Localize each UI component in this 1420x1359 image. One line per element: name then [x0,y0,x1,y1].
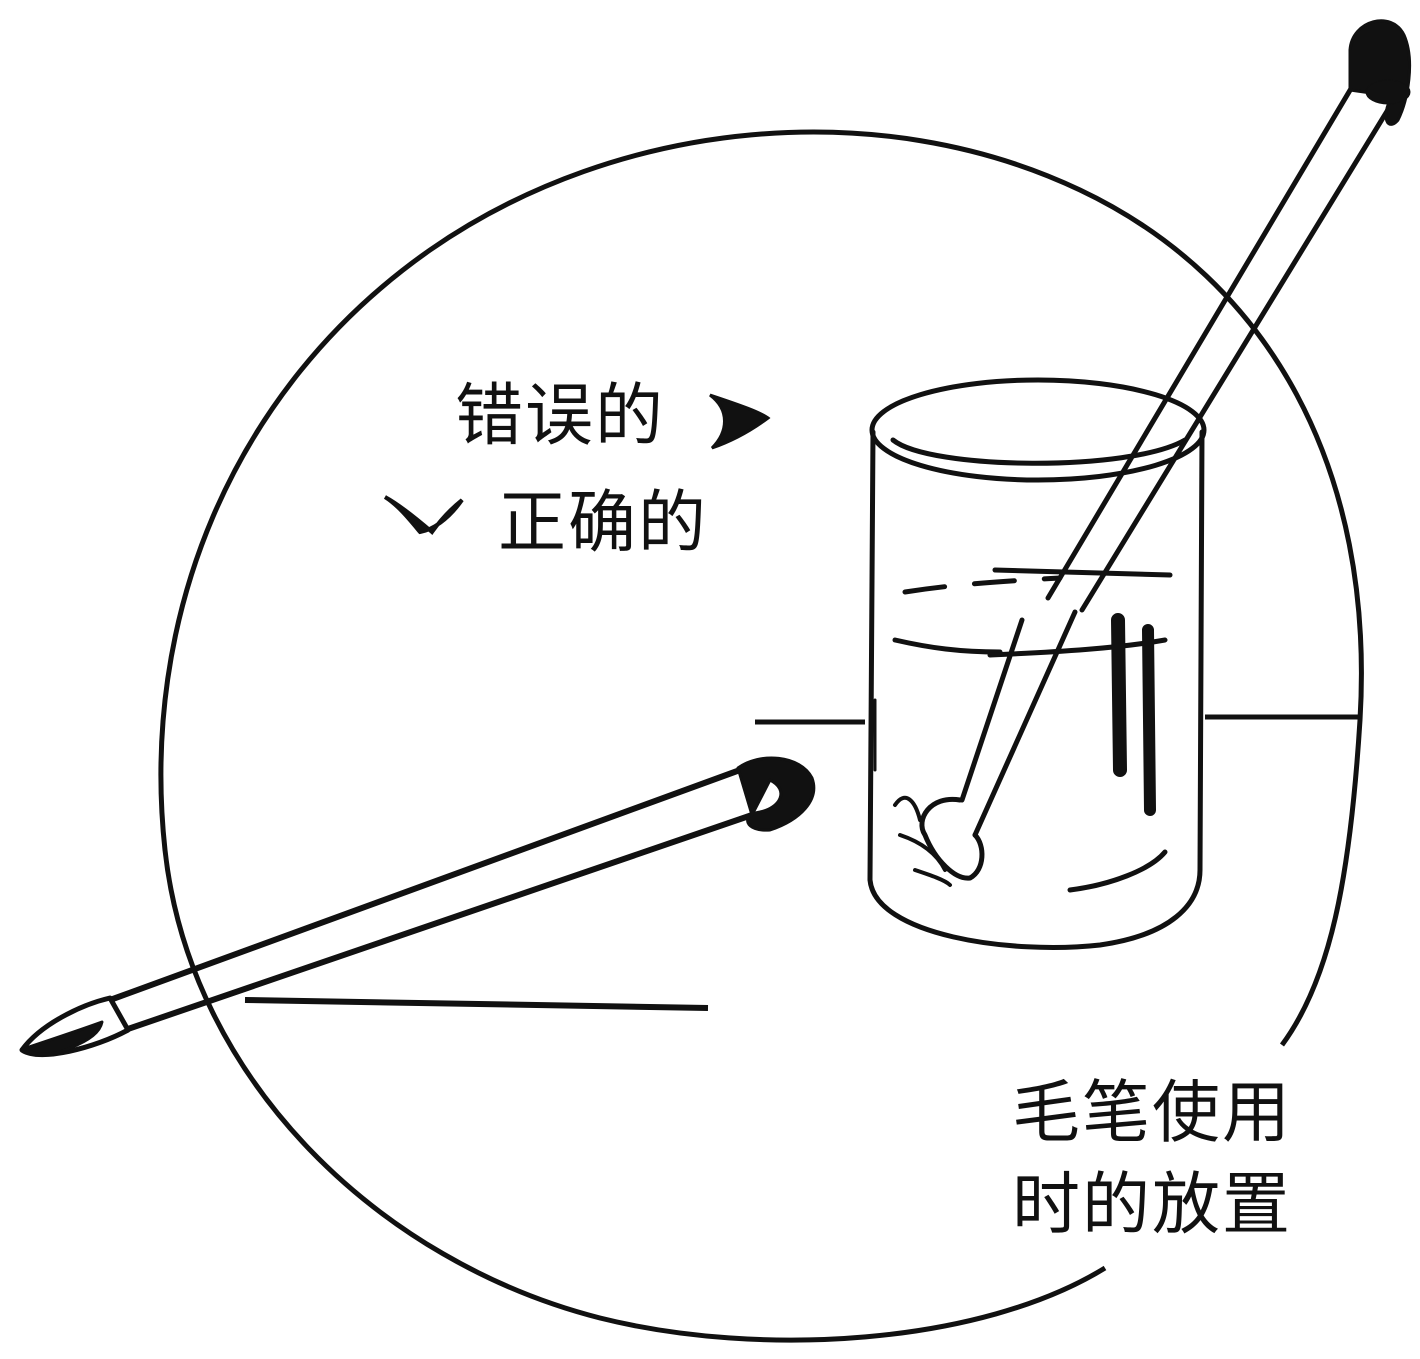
caption-line-2: 时的放置 [1012,1166,1293,1245]
label-wrong: 错误的 [455,377,666,456]
pointer-arrow-wrong [709,393,771,450]
caption-line-1: 毛笔使用 [1012,1074,1293,1153]
table-shadow-line [244,997,709,1011]
label-correct: 正确的 [498,484,709,563]
pointer-arrow-correct [383,495,464,535]
circle-outline [158,129,1364,1343]
brush-lying [19,756,816,1057]
brush-in-jar [893,19,1412,887]
water-jar [867,377,1207,950]
